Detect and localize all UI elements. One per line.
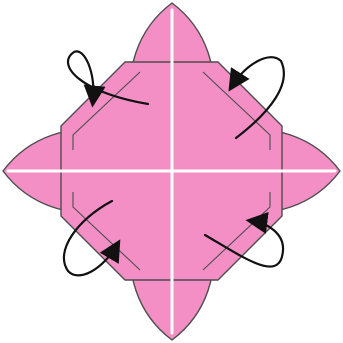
origami-figure-svg: [0, 0, 343, 343]
origami-diagram: [0, 0, 343, 343]
